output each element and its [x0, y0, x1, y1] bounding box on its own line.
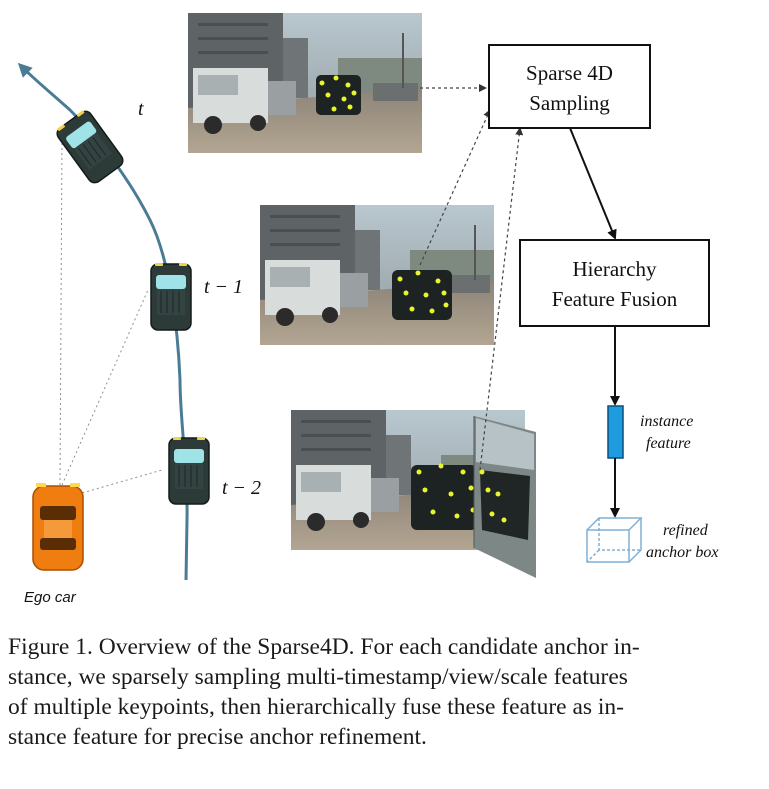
ego-car-icon [32, 483, 84, 571]
car-icon-t-minus-1 [150, 262, 192, 331]
camera-image-t [187, 12, 423, 154]
camera-image-t-minus-2 [290, 409, 526, 551]
car-icon-t [53, 106, 127, 187]
time-label-t: t [138, 98, 144, 120]
ego-car-label: Ego car [24, 589, 77, 606]
arrow-sampling-to-fusion [569, 127, 617, 240]
caption-line-1: Figure 1. Overview of the Sparse4D. For … [8, 634, 640, 660]
ego-sight-lines [59, 139, 163, 498]
fusion-label-line2: Feature Fusion [552, 287, 678, 311]
anchor-box-label-line2: anchor box [646, 544, 718, 561]
sparse4d-overview-diagram: Ego car t t − 1 t − 2 [17, 12, 718, 606]
sampling-lines [419, 84, 524, 471]
refined-anchor-box-icon [586, 517, 643, 563]
caption-line-4: stance feature for precise anchor refine… [8, 724, 427, 750]
fusion-label-line1: Hierarchy [573, 257, 657, 281]
caption-line-2: stance, we sparsely sampling multi-times… [8, 664, 628, 690]
time-label-t-minus-2: t − 2 [222, 477, 261, 499]
time-label-t-minus-1: t − 1 [204, 276, 243, 298]
sparse-4d-sampling-box: Sparse 4D Sampling [488, 44, 651, 129]
hierarchy-feature-fusion-box: Hierarchy Feature Fusion [519, 239, 710, 327]
trajectory-line [17, 62, 189, 581]
instance-feature-label-line1: instance [640, 413, 693, 430]
anchor-box-label-line1: refined [663, 522, 709, 539]
figure-caption: Figure 1. Overview of the Sparse4D. For … [8, 632, 760, 752]
camera-image-side-view [473, 416, 536, 578]
camera-image-t-minus-1 [259, 204, 495, 346]
instance-feature-label-line2: feature [646, 435, 691, 452]
caption-line-3: of multiple keypoints, then hierarchical… [8, 694, 625, 720]
sampling-label-line2: Sampling [529, 91, 610, 115]
instance-feature-bar [607, 405, 624, 459]
sampling-label-line1: Sparse 4D [526, 61, 613, 85]
car-icon-t-minus-2 [168, 436, 210, 505]
